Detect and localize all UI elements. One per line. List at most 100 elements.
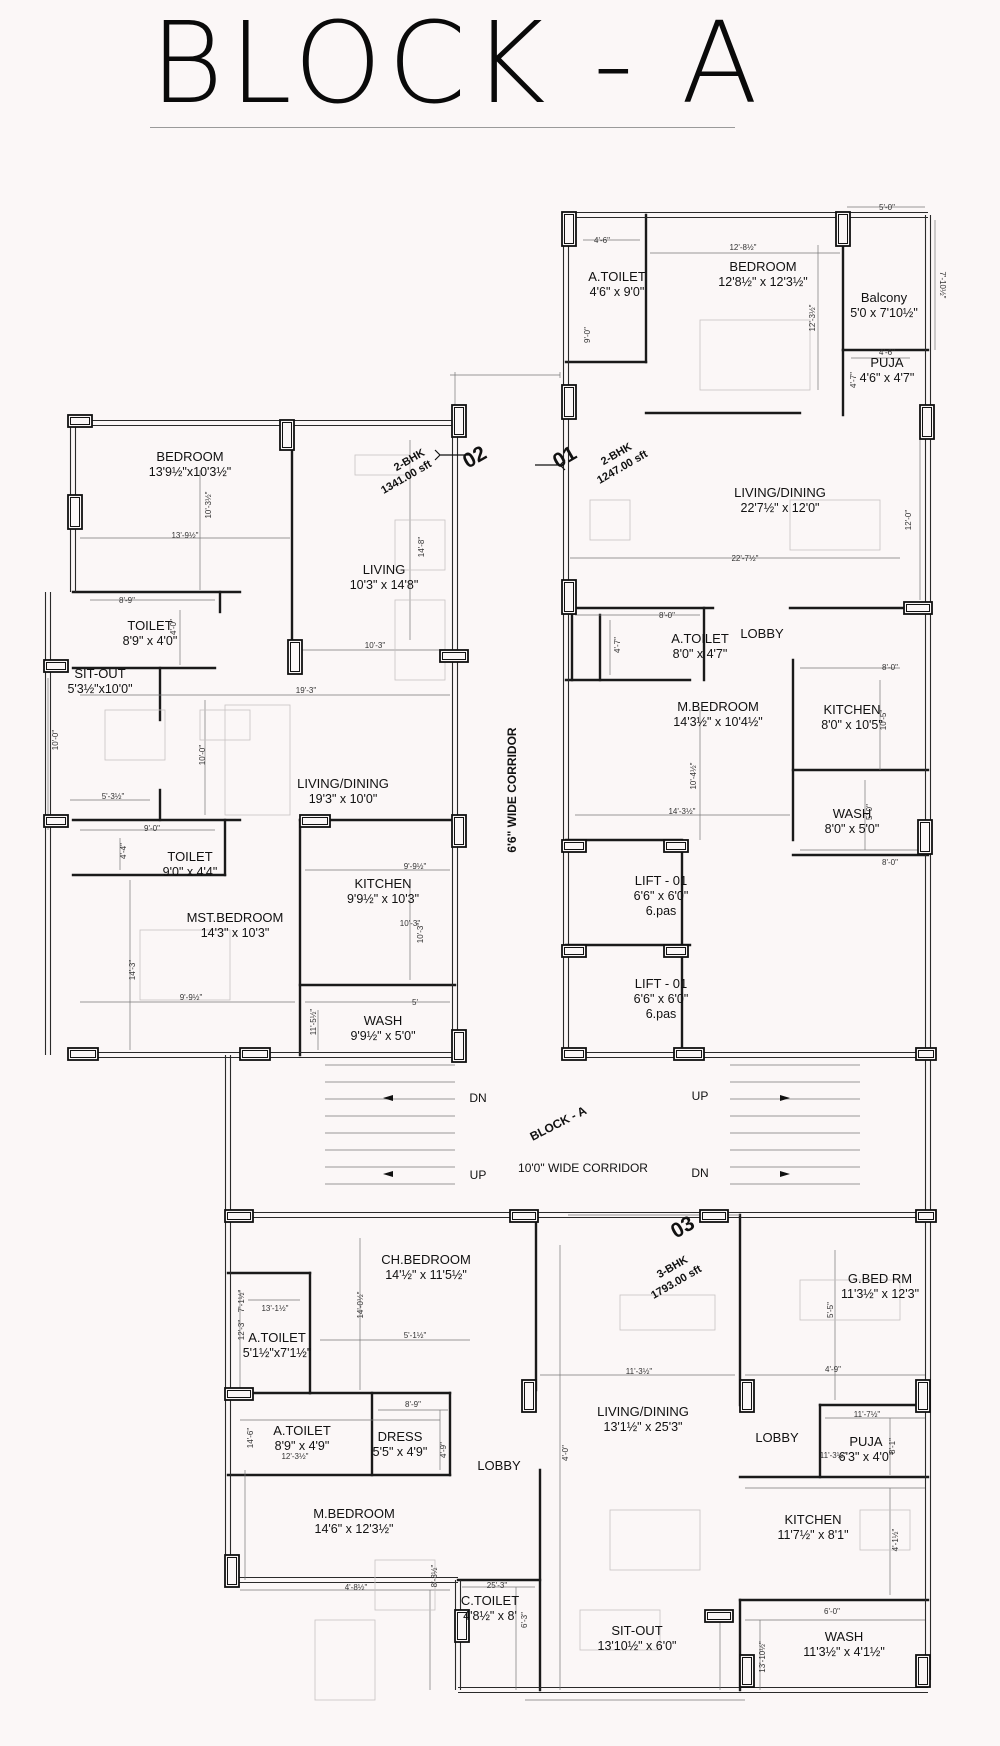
- structural-column: [524, 1382, 534, 1410]
- structural-column: [67, 1047, 99, 1061]
- structural-column: [918, 1382, 928, 1410]
- dimension-label: 4'-4": [119, 843, 128, 859]
- room-dimensions: 9'0" x 4'4": [163, 865, 218, 879]
- dimension-label: 12'-3": [237, 1320, 246, 1341]
- dimension-label: 9'-0": [144, 824, 160, 833]
- structural-column: [70, 1050, 96, 1058]
- structural-column: [742, 1657, 752, 1685]
- structural-column: [451, 404, 467, 438]
- dimension-label: 8'-0": [659, 611, 675, 620]
- room-dimensions: 5'3½"x10'0": [67, 682, 132, 696]
- room-dimensions: 5'5" x 4'9": [373, 1445, 428, 1459]
- structural-column: [742, 1382, 752, 1410]
- structural-column: [439, 649, 469, 663]
- room-name: LIVING/DINING: [597, 1404, 689, 1419]
- room-name: PUJA: [870, 355, 904, 370]
- dimension-label: 8'-3½": [430, 1565, 439, 1588]
- room-dimensions: 6'6" x 6'0": [634, 889, 689, 903]
- room-name: CH.BEDROOM: [381, 1252, 471, 1267]
- structural-column: [739, 1379, 755, 1413]
- stair-direction-arrow: [780, 1095, 790, 1101]
- furniture: [104, 709, 166, 761]
- room-dimensions: 14'3" x 10'3": [201, 926, 270, 940]
- room-name: LOBBY: [477, 1458, 521, 1473]
- structural-column: [918, 1657, 928, 1685]
- lift-capacity: 6.pas: [646, 904, 677, 918]
- room-name: WASH: [825, 1629, 864, 1644]
- room-dimensions: 9'9½" x 5'0": [350, 1029, 415, 1043]
- structural-column: [903, 601, 933, 615]
- room-dimensions: 13'10½" x 6'0": [598, 1639, 677, 1653]
- structural-column: [906, 604, 930, 612]
- unit-number: 02: [459, 442, 491, 474]
- dimension-label: 4'-7": [849, 372, 858, 388]
- page-title: BLOCK - A: [150, 0, 764, 129]
- room-name: DRESS: [378, 1429, 423, 1444]
- lift-capacity: 6.pas: [646, 1007, 677, 1021]
- structural-column: [835, 211, 851, 247]
- dimension-label: 8'-0": [882, 663, 898, 672]
- unit-number: 01: [549, 441, 581, 473]
- title-underline: [150, 127, 735, 128]
- dimension-label: 4'-9": [439, 1442, 448, 1458]
- structural-column: [299, 814, 331, 828]
- room-name: KITCHEN: [354, 876, 411, 891]
- room-dimensions: 8'9" x 4'9": [275, 1439, 330, 1453]
- dimension-label: 10'-3": [400, 919, 421, 928]
- structural-column: [239, 1047, 271, 1061]
- structural-column: [454, 817, 464, 845]
- room-name: SIT-OUT: [74, 666, 125, 681]
- dimension-label: 12'-3½": [281, 1452, 308, 1461]
- structural-column: [224, 1209, 254, 1223]
- furniture: [354, 454, 411, 476]
- structural-column: [227, 1390, 251, 1398]
- room-name: LIVING/DINING: [734, 485, 826, 500]
- structural-column: [561, 944, 587, 958]
- structural-column: [457, 1612, 467, 1640]
- structural-column: [676, 1050, 702, 1058]
- structural-column: [561, 211, 577, 247]
- room-name: WASH: [833, 806, 872, 821]
- structural-column: [918, 1050, 934, 1058]
- dimension-label: 11'-3½": [626, 1367, 653, 1376]
- vertical-corridor-label: 6'6" WIDE CORRIDOR: [505, 727, 519, 853]
- room-name: G.BED RM: [848, 1271, 912, 1286]
- dimension-label: 6'-3": [520, 1612, 529, 1628]
- dimension-label: 14'-0½": [356, 1291, 365, 1318]
- structural-column: [224, 1387, 254, 1401]
- dimension-label: 25'-3": [487, 1581, 508, 1590]
- room-name: M.BEDROOM: [313, 1506, 395, 1521]
- room-dimensions: 14'3½" x 10'4½": [673, 715, 762, 729]
- room-name: BEDROOM: [729, 259, 796, 274]
- dimension-label: 22'-7½": [731, 554, 758, 563]
- dimension-label: 9'-0": [583, 327, 592, 343]
- room-dimensions: 14'6" x 12'3½": [315, 1522, 394, 1536]
- stair-direction-arrow: [383, 1095, 393, 1101]
- room-dimensions: 8'0" x 4'7": [673, 647, 728, 661]
- room-dimensions: 6'6" x 6'0": [634, 992, 689, 1006]
- main-corridor-label: 10'0" WIDE CORRIDOR: [518, 1161, 648, 1175]
- structural-column: [67, 494, 83, 530]
- furniture: [314, 1619, 376, 1701]
- structural-column: [282, 422, 292, 448]
- furniture: [699, 319, 811, 391]
- structural-column: [451, 814, 467, 848]
- structural-column: [521, 1379, 537, 1413]
- room-name: LIFT - 01: [635, 873, 688, 888]
- dimension-label: 8'-9": [405, 1400, 421, 1409]
- room-name: LIFT - 01: [635, 976, 688, 991]
- structural-column: [707, 1612, 731, 1620]
- dimension-label: 7'-1½": [237, 1290, 246, 1313]
- stair-direction-arrow: [383, 1171, 393, 1177]
- room-name: TOILET: [127, 618, 172, 633]
- dimension-label: 8'-0": [882, 858, 898, 867]
- dimension-label: 4'-6": [594, 236, 610, 245]
- structural-column: [922, 407, 932, 437]
- room-dimensions: 4'6" x 4'7": [860, 371, 915, 385]
- stair-up-label: UP: [692, 1089, 709, 1103]
- room-dimensions: 8'0" x 10'5": [821, 718, 883, 732]
- dimension-label: 14'-3": [128, 960, 137, 981]
- room-dimensions: 8'0" x 5'0": [825, 822, 880, 836]
- room-name: A.TOILET: [248, 1330, 306, 1345]
- dimension-label: 6'-0": [824, 1607, 840, 1616]
